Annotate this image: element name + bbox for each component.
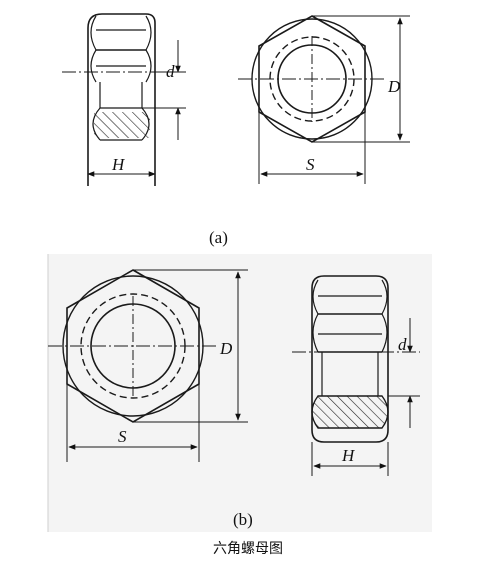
panel-b-bore-label: d [398,335,407,354]
panel-a-side-view [62,13,186,186]
panel-a-top-view [238,15,410,184]
panel-a-bore-label: d [166,62,175,81]
panel-b [48,269,420,476]
panel-b-label: (b) [233,510,253,529]
panel-b-across-corners-label: D [219,339,233,358]
panel-b-across-flats-label: S [118,427,127,446]
panel-b-thickness-label: H [341,446,356,465]
panel-a [62,13,410,186]
panel-a-thickness-label: H [111,155,126,174]
figure-caption: 六角螺母图 [213,541,283,557]
panel-a-across-corners-label: D [387,77,401,96]
panel-a-label: (a) [209,228,228,247]
panel-b-side-view [292,275,420,476]
panel-b-top-view [48,269,248,462]
panel-a-across-flats-label: S [306,155,315,174]
